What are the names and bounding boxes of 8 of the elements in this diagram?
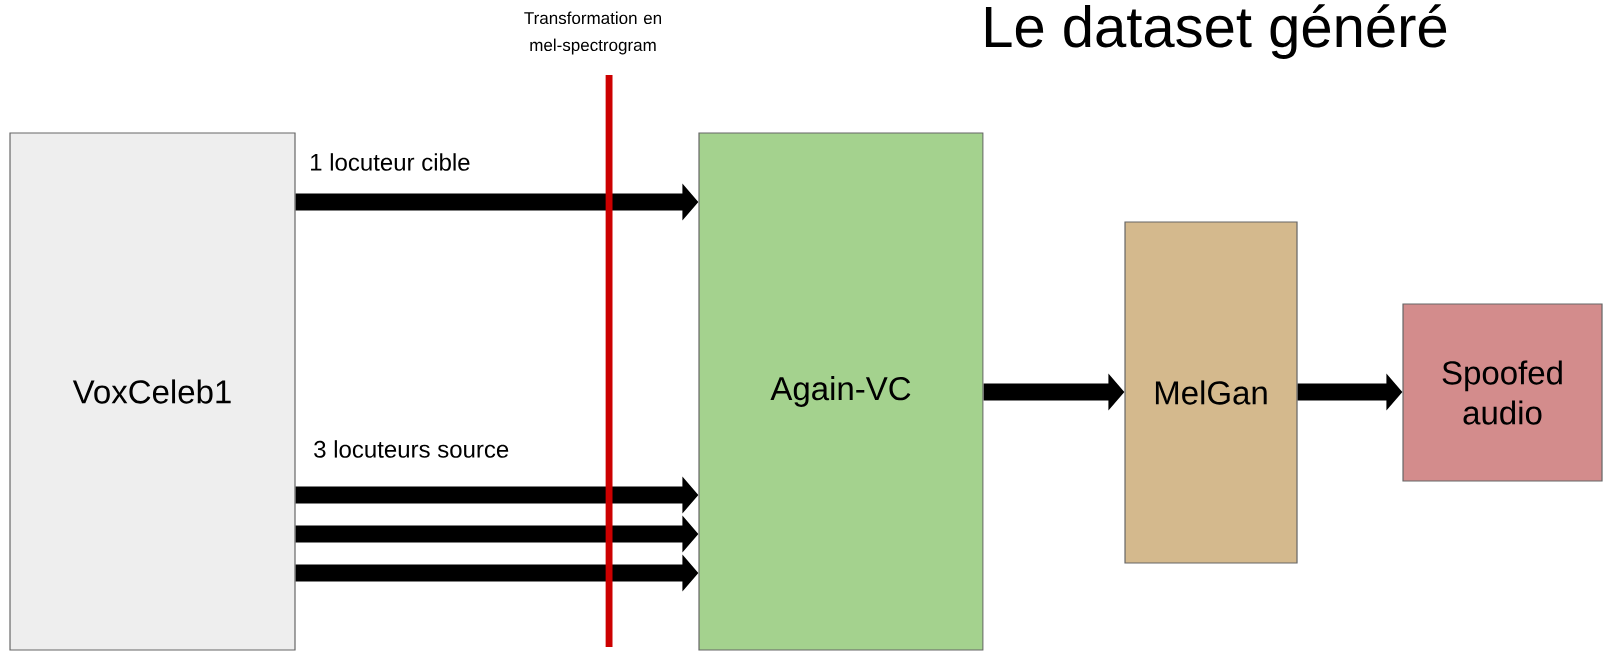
process-box: Again-VC (698, 132, 984, 651)
line-label: Transformation en mel-spectrogram (524, 11, 661, 55)
process-box: VoxCeleb1 (9, 132, 296, 651)
process-box: Spoofed audio (1402, 303, 1603, 482)
edge-label: 3 locuteurs source (314, 440, 509, 458)
edge-label: 1 locuteur cible (311, 153, 470, 171)
title: Le dataset généré (985, 4, 1447, 59)
process-box: MelGan (1124, 221, 1298, 564)
